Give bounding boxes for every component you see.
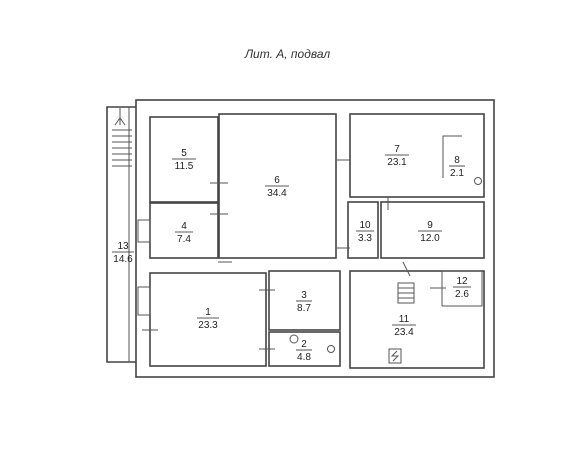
room-10-outline: [347, 201, 379, 259]
svg-text:12: 12: [456, 276, 468, 287]
svg-text:10: 10: [359, 220, 371, 231]
room-label-3: 3 8.7: [296, 290, 312, 314]
room-11-outline: [349, 270, 485, 369]
svg-text:3.3: 3.3: [358, 233, 372, 244]
room-label-11: 11 23.4: [392, 314, 416, 338]
door-marks: [137, 159, 446, 350]
fixture-icon: [327, 345, 335, 353]
room-label-2: 2 4.8: [296, 339, 312, 363]
stair-corridor-wall: [106, 106, 136, 363]
outer-wall: [135, 99, 495, 378]
room-label-13: 13 14.6: [112, 241, 134, 265]
svg-text:1: 1: [205, 307, 211, 318]
stair-icon-room-11: [397, 282, 415, 304]
plan-title: Лит. А, подвал: [244, 47, 331, 61]
sink-icon: [289, 334, 299, 344]
room-12-outline: [441, 270, 483, 307]
room-label-12: 12 2.6: [453, 276, 471, 300]
svg-text:23.4: 23.4: [394, 327, 414, 338]
svg-text:4.8: 4.8: [297, 352, 311, 363]
room-9-outline: [380, 201, 485, 259]
svg-text:5: 5: [181, 148, 187, 159]
room-7-outline: [349, 113, 485, 198]
room-8-partition: [442, 135, 462, 178]
stair-icon: [112, 108, 132, 167]
room-label-1: 1 23.3: [197, 307, 219, 331]
room-1-outline: [149, 272, 267, 367]
svg-text:4: 4: [181, 221, 187, 232]
room-label-10: 10 3.3: [356, 220, 374, 244]
room-5-outline: [149, 116, 219, 203]
room-3-outline: [268, 270, 341, 331]
svg-text:13: 13: [117, 241, 129, 252]
room-label-4: 4 7.4: [175, 221, 193, 245]
svg-text:9: 9: [427, 220, 433, 231]
room-6-outline: [218, 113, 337, 259]
svg-text:8: 8: [454, 155, 460, 166]
svg-text:11.5: 11.5: [175, 161, 194, 172]
svg-text:12.0: 12.0: [420, 233, 440, 244]
svg-text:6: 6: [274, 175, 280, 186]
svg-text:11: 11: [399, 314, 410, 325]
svg-text:7.4: 7.4: [177, 234, 191, 245]
svg-text:7: 7: [394, 144, 400, 155]
svg-text:3: 3: [301, 290, 307, 301]
svg-text:2: 2: [301, 339, 307, 350]
svg-text:34.4: 34.4: [267, 188, 287, 199]
svg-text:2.6: 2.6: [455, 289, 469, 300]
svg-text:23.3: 23.3: [198, 320, 218, 331]
room-label-8: 8 2.1: [449, 155, 465, 179]
fixture-icon: [474, 177, 482, 185]
svg-text:8.7: 8.7: [297, 303, 311, 314]
room-label-9: 9 12.0: [418, 220, 442, 244]
room-label-7: 7 23.1: [385, 144, 409, 168]
room-label-6: 6 34.4: [265, 175, 289, 199]
svg-text:23.1: 23.1: [387, 157, 407, 168]
svg-text:14.6: 14.6: [113, 254, 133, 265]
room-label-5: 5 11.5: [172, 148, 196, 172]
svg-text:2.1: 2.1: [450, 168, 464, 179]
electrical-panel-icon: [388, 348, 402, 364]
